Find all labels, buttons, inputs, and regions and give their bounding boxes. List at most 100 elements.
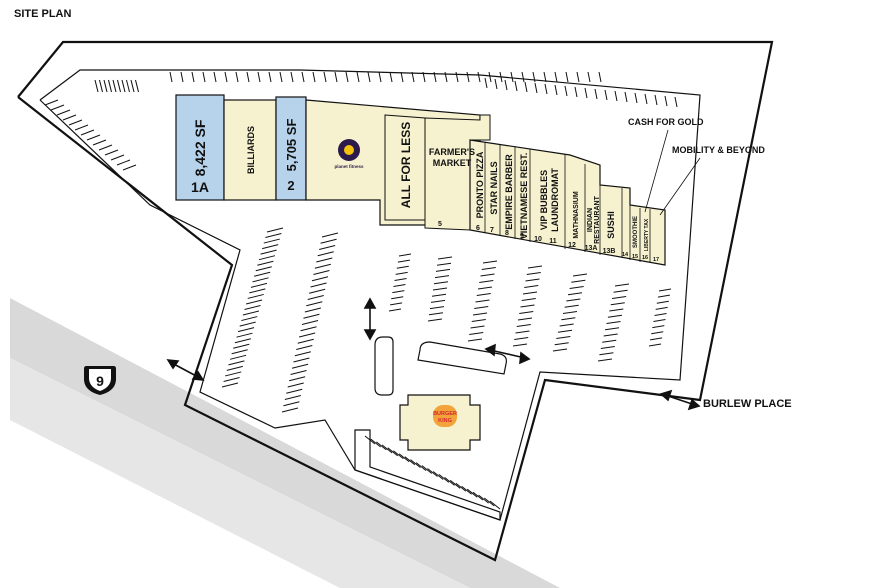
- parking-stall-line: [370, 438, 381, 448]
- parking-stall-line: [480, 273, 495, 277]
- parking-stall-line: [394, 277, 407, 281]
- empire-barber-label: EMPIRE BARBER: [504, 154, 514, 230]
- traffic-arrows: [166, 297, 701, 411]
- parking-stall-line: [648, 343, 662, 347]
- parking-stall-line: [390, 302, 403, 306]
- parking-stall-line: [266, 227, 284, 233]
- parking-stall-line: [422, 71, 426, 83]
- farmers-market-label-1: FARMER'S: [429, 147, 475, 157]
- parking-stall-line: [98, 144, 113, 151]
- parking-stall-line: [658, 288, 672, 292]
- parking-stall-line: [654, 312, 667, 316]
- unit-number: 17: [653, 257, 659, 263]
- parking-stall-line: [117, 79, 121, 93]
- parking-stall-line: [303, 313, 320, 319]
- parking-stall-line: [521, 71, 525, 83]
- unit-farmers-market[interactable]: [424, 114, 491, 231]
- parking-stall-line: [435, 268, 451, 272]
- parking-stall-line: [311, 276, 329, 282]
- parking-stall-line: [489, 500, 501, 510]
- parking-stall-line: [252, 277, 269, 283]
- parking-stall-line: [561, 317, 576, 321]
- parking-stall-line: [559, 323, 574, 327]
- parking-stall-line: [290, 370, 307, 375]
- unit-2-id: 2: [287, 178, 294, 193]
- parking-stall-line: [436, 262, 452, 266]
- parking-stall-line: [504, 79, 508, 91]
- parking-stall-line: [565, 71, 569, 83]
- parking-stall-line: [653, 319, 666, 323]
- billiards-label: BILLIARDS: [246, 126, 256, 174]
- parking-stall-line: [466, 488, 478, 498]
- parking-stall-line: [301, 320, 319, 325]
- unit-2[interactable]: [275, 96, 307, 201]
- parking-stall-line: [398, 453, 410, 463]
- parking-stall-line: [444, 71, 448, 83]
- parking-stall-line: [564, 85, 568, 97]
- parking-stall-line: [515, 330, 530, 334]
- parking-stall-line: [614, 90, 618, 102]
- highway-band: [10, 298, 560, 588]
- parking-stall-line: [571, 279, 586, 283]
- islands: [354, 336, 507, 521]
- parking-stall-line: [612, 296, 627, 299]
- parking-stall-line: [110, 154, 125, 161]
- parking-stall-line: [574, 86, 578, 98]
- parking-stall-line: [557, 329, 573, 333]
- parking-stall-line: [323, 71, 327, 83]
- parking-stall-line: [255, 266, 272, 272]
- parking-stall-line: [519, 311, 534, 314]
- parking-stall-line: [655, 306, 668, 310]
- parking-stall-line: [482, 260, 498, 264]
- burger-king-label-2: KING: [438, 418, 452, 424]
- property-boundary: [17, 40, 774, 562]
- unit-billiards[interactable]: [223, 99, 277, 201]
- parking-stall-line: [312, 71, 316, 83]
- parking-stall-line: [606, 321, 621, 324]
- parking-stall-line: [108, 79, 112, 93]
- parking-stall-line: [584, 87, 588, 99]
- vip-bubbles-label-1: VIP BUBBLES: [539, 170, 549, 230]
- parking-stall-line: [410, 459, 421, 469]
- parking-stall-line: [356, 71, 360, 83]
- parking-stall-line: [180, 71, 184, 83]
- parking-stall-line: [664, 95, 668, 107]
- parking-stall-line: [287, 382, 304, 388]
- parking-stall-line: [554, 342, 569, 346]
- parking-stall-line: [510, 71, 514, 83]
- unit-number: 5: [438, 221, 442, 228]
- parking-stall-line: [314, 263, 331, 269]
- unit-1a-id: 1A: [191, 179, 209, 195]
- parking-stall-line: [245, 299, 263, 305]
- parking-stall-line: [526, 272, 541, 275]
- parking-stall-line: [398, 253, 412, 257]
- parking-stall-line: [469, 332, 484, 335]
- parking-stall-line: [477, 286, 493, 290]
- parking-stall-line: [299, 332, 316, 338]
- parking-stall-line: [461, 485, 472, 495]
- planet-fitness-label: planet fitness: [334, 164, 364, 169]
- parking-stall-line: [415, 462, 427, 471]
- parking-stall-line: [169, 71, 173, 83]
- unit-number: 8: [505, 230, 509, 237]
- parking-stall-line: [572, 273, 588, 277]
- parking-stall-line: [427, 468, 438, 477]
- parking-stall-line: [613, 289, 628, 293]
- parking-stall-line: [241, 316, 258, 322]
- parking-stall-line: [449, 479, 461, 489]
- parking-stall-line: [116, 159, 131, 166]
- parking-stall-line: [652, 325, 665, 329]
- parking-stall-line: [499, 71, 503, 83]
- unit-1a[interactable]: [175, 94, 225, 201]
- parking-stall-line: [99, 79, 103, 93]
- parking-stall-line: [94, 79, 99, 93]
- parking-stall-line: [467, 338, 483, 342]
- parking-stall-line: [229, 354, 247, 360]
- parking-stall-line: [603, 333, 618, 337]
- unit-strip[interactable]: [469, 139, 666, 266]
- burger-king-label-1: BURGER: [433, 411, 457, 417]
- parking-stall-line: [301, 71, 305, 83]
- parking-stall-line: [614, 283, 630, 287]
- parking-stall-line: [50, 104, 65, 111]
- parking-stall-line: [126, 79, 130, 93]
